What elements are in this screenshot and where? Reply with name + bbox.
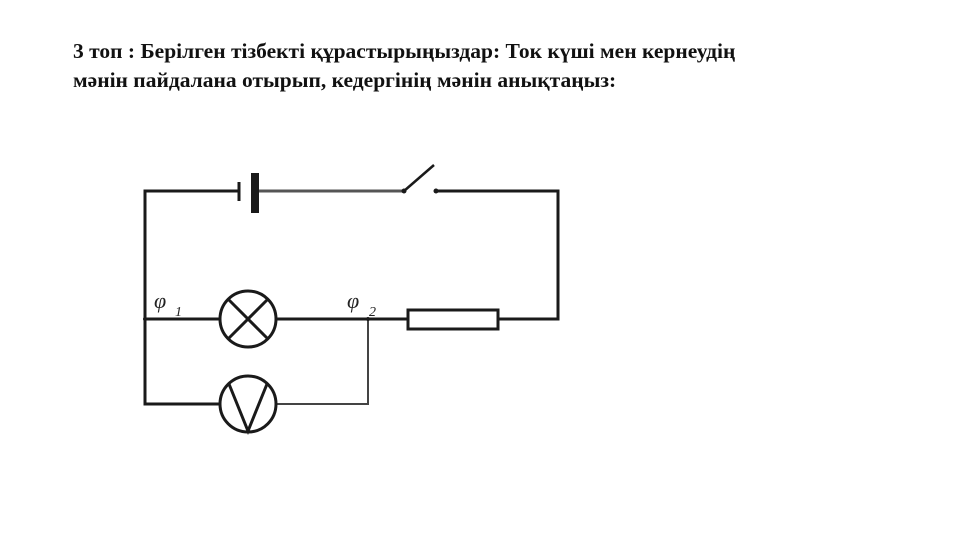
voltmeter-right-wire xyxy=(276,319,369,405)
lamp-icon xyxy=(218,289,278,349)
phi1-node xyxy=(143,317,147,321)
svg-text:φ: φ xyxy=(154,288,166,313)
phi2-node xyxy=(366,317,370,321)
battery-icon xyxy=(237,173,259,213)
title-line-1: 3 топ : Берілген тізбекті құрастырыңызда… xyxy=(73,39,736,63)
phi2-label: φ 2 xyxy=(347,288,376,320)
svg-text:1: 1 xyxy=(175,305,182,320)
svg-text:2: 2 xyxy=(369,305,376,320)
top-right-wire xyxy=(434,189,560,321)
svg-text:φ: φ xyxy=(347,288,359,313)
title-line-2: мәнін пайдалана отырып, кедергінің мәнін… xyxy=(73,68,617,92)
slide-title: 3 топ : Берілген тізбекті құрастырыңызда… xyxy=(73,37,913,95)
phi1-label: φ 1 xyxy=(154,288,182,320)
voltmeter-icon xyxy=(218,374,278,436)
switch-icon[interactable] xyxy=(401,164,439,194)
top-left-wire xyxy=(143,189,241,321)
resistor-icon xyxy=(406,308,500,331)
voltmeter-left-wire xyxy=(143,317,222,406)
